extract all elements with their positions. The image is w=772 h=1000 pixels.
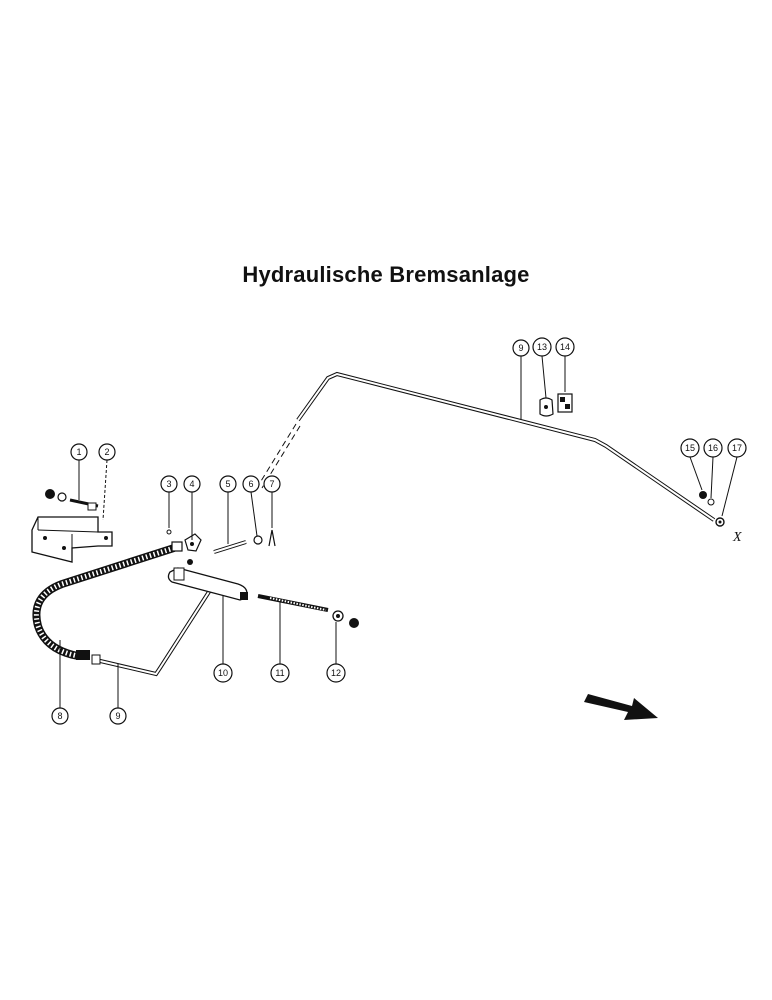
brake-line-long: [257, 371, 716, 522]
callout-9-upper: 9: [512, 339, 530, 357]
callout-label: 11: [275, 668, 284, 678]
end-fittings: [699, 491, 725, 527]
mounting-bolt: [45, 489, 99, 511]
callout-label: 16: [708, 443, 718, 453]
callout-7: 7: [263, 475, 281, 493]
callout-label: 13: [537, 342, 547, 352]
callout-14: 14: [555, 337, 575, 357]
diagram-title: Hydraulische Bremsanlage: [242, 262, 530, 287]
brake-line-short: [91, 582, 216, 677]
callout-13: 13: [532, 337, 552, 357]
callout-12: 12: [326, 663, 346, 683]
callout-label: 4: [189, 479, 194, 489]
callout-label: 2: [104, 447, 109, 457]
callout-17: 17: [727, 438, 747, 458]
callout-label: 9: [115, 711, 120, 721]
callout-11: 11: [270, 663, 290, 683]
mounting-bracket: [31, 516, 113, 563]
master-cylinder: [167, 559, 248, 601]
callout-5: 5: [219, 475, 237, 493]
marker-x: X: [732, 530, 742, 545]
pipe-clamp: [557, 393, 573, 413]
direction-arrow-icon: [584, 694, 658, 720]
callout-4: 4: [183, 475, 201, 493]
callout-label: 14: [560, 342, 570, 352]
callout-1: 1: [70, 443, 88, 461]
pipe-clip: [539, 397, 554, 417]
callout-3: 3: [160, 475, 178, 493]
callout-8: 8: [51, 707, 69, 725]
callout-label: 17: [732, 443, 742, 453]
callout-label: 10: [218, 668, 228, 678]
push-rod: [257, 594, 329, 612]
callout-label: 5: [225, 479, 230, 489]
callout-label: 9: [518, 343, 523, 353]
callout-label: 1: [76, 447, 81, 457]
brake-hose: [32, 541, 183, 660]
callout-2: 2: [98, 443, 116, 461]
nuts: [332, 610, 359, 628]
callout-6: 6: [242, 475, 260, 493]
callout-label: 15: [685, 443, 695, 453]
callout-16: 16: [703, 438, 723, 458]
callout-15: 15: [680, 438, 700, 458]
small-fittings: [166, 529, 276, 554]
callout-label: 7: [269, 479, 274, 489]
callout-10: 10: [213, 663, 233, 683]
callout-label: 8: [57, 711, 62, 721]
callout-9-lower: 9: [109, 707, 127, 725]
callout-label: 6: [248, 479, 253, 489]
callout-label: 3: [166, 479, 171, 489]
callout-label: 12: [331, 668, 341, 678]
leader-lines: [59, 355, 738, 708]
